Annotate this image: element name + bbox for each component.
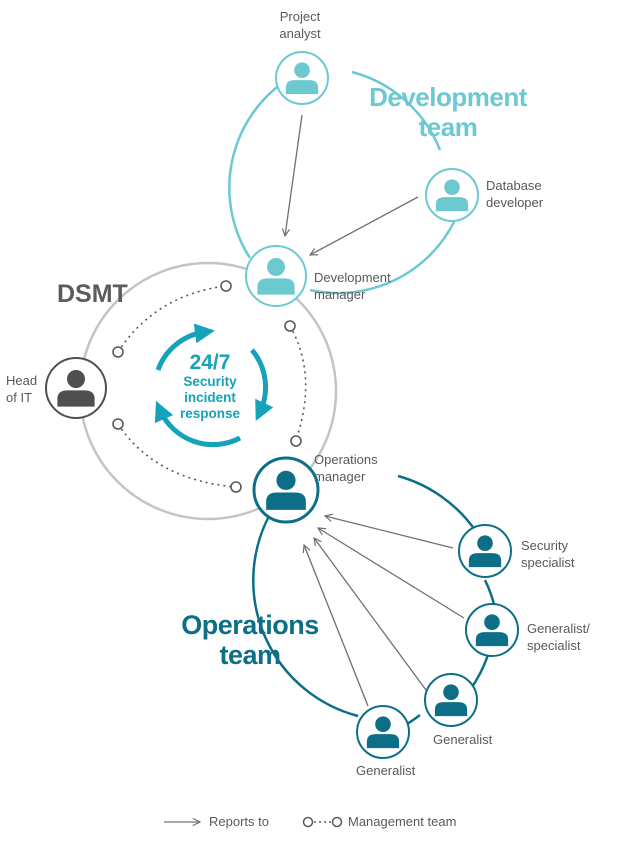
person-icon-generalist-b [356, 705, 410, 759]
person-icon-database-developer [425, 168, 479, 222]
response-line-1: Security [183, 374, 237, 389]
person-icon-development-manager [245, 245, 307, 307]
person-icon-operations-manager [252, 456, 320, 524]
label-project-analyst: Project analyst [279, 9, 321, 41]
management-link-icon [302, 816, 343, 828]
response-hours: 24/7 [189, 351, 231, 374]
label-generalist-specialist: Generalist/ specialist [527, 621, 590, 653]
label-generalist-a: Generalist [433, 732, 493, 747]
response-line-2: incident [184, 390, 236, 405]
management-nodes [112, 280, 302, 493]
label-generalist-b: Generalist [356, 763, 416, 778]
legend-management-team: Management team [348, 814, 457, 829]
person-nodes [45, 51, 519, 759]
legend [164, 816, 343, 828]
label-development-manager: Development manager [314, 270, 391, 302]
legend-reports-to: Reports to [209, 814, 269, 829]
person-icon-generalist-specialist [465, 603, 519, 657]
development-team-title: Development team [369, 82, 527, 142]
label-database-developer: Database developer [486, 178, 544, 210]
report-arrows [285, 114, 465, 707]
security-incident-response: 24/7 Security incident response [165, 352, 255, 422]
cycle-arrows-icon [154, 323, 274, 448]
development-team-ring [228, 70, 457, 295]
person-icon-security-specialist [458, 524, 512, 578]
response-line-3: response [179, 406, 241, 421]
label-head-of-it: Head of IT [6, 373, 38, 405]
management-links [117, 285, 307, 488]
operations-team-title: Operations team [181, 610, 319, 670]
person-icon-project-analyst [275, 51, 329, 105]
person-icon-generalist-a [424, 673, 478, 727]
person-icon-head-of-it [45, 357, 107, 419]
dsmt-title: DSMT [57, 280, 128, 308]
label-operations-manager: Operations manager [314, 452, 378, 484]
label-security-specialist: Security specialist [521, 538, 575, 570]
